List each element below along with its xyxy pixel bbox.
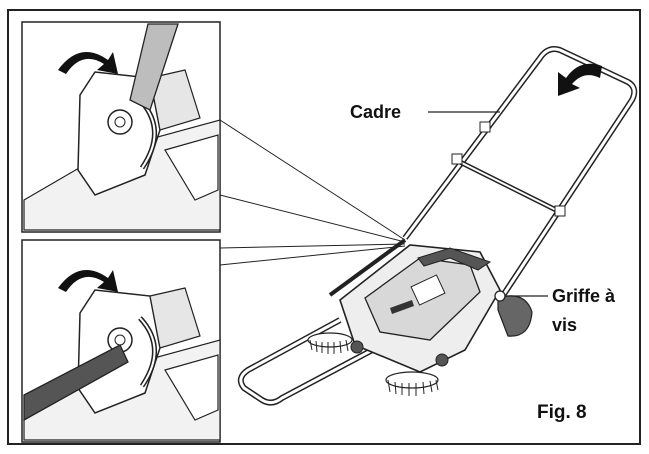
wheel bbox=[350, 340, 364, 354]
handle-joint bbox=[451, 153, 463, 165]
curved-arrow-icon bbox=[558, 63, 602, 96]
screw-clamp-label-line2: vis bbox=[552, 315, 578, 335]
sweeper-side-roll bbox=[497, 295, 533, 337]
inset-bottom-tray bbox=[164, 354, 219, 421]
screw-clamp-label-line1: Griffe à bbox=[552, 286, 616, 306]
inset-top-bracket-side bbox=[149, 69, 201, 131]
inset-bottom bbox=[21, 239, 221, 443]
sweeper-label-plate bbox=[410, 274, 446, 306]
inset-bottom-slot-inner bbox=[139, 317, 156, 387]
brush-left bbox=[307, 332, 353, 354]
curved-arrow-icon bbox=[58, 270, 118, 292]
curved-arrow-icon bbox=[58, 52, 118, 74]
inset-top-handle bbox=[129, 23, 179, 111]
handle-crossbar-inner bbox=[459, 161, 561, 213]
callout-line bbox=[219, 243, 406, 249]
handle-frame-lower-inner bbox=[239, 318, 396, 405]
frame-label: Cadre bbox=[350, 102, 402, 122]
callout-line bbox=[219, 194, 406, 243]
inset-bottom-bracket-side bbox=[149, 287, 201, 349]
inset-top-tray bbox=[164, 134, 219, 201]
callout-line bbox=[219, 119, 406, 241]
inset-bottom-handle bbox=[23, 344, 129, 422]
handle-frame-side bbox=[328, 238, 407, 297]
handle-joint bbox=[554, 205, 566, 217]
outer-border bbox=[7, 9, 641, 445]
inset-top-knob-center bbox=[114, 116, 126, 128]
sweeper-illustration bbox=[237, 46, 638, 406]
sweeper-logo bbox=[390, 300, 414, 314]
figure-caption: Fig. 8 bbox=[537, 402, 587, 423]
inset-top bbox=[21, 21, 221, 233]
screw-clamp bbox=[494, 290, 506, 302]
brush-right bbox=[385, 371, 439, 396]
handle-joint bbox=[479, 121, 491, 133]
sweeper-handle-grip bbox=[417, 247, 492, 271]
wheel bbox=[435, 353, 449, 367]
inset-bottom-knob-center bbox=[114, 334, 126, 346]
callout-line bbox=[219, 245, 406, 266]
